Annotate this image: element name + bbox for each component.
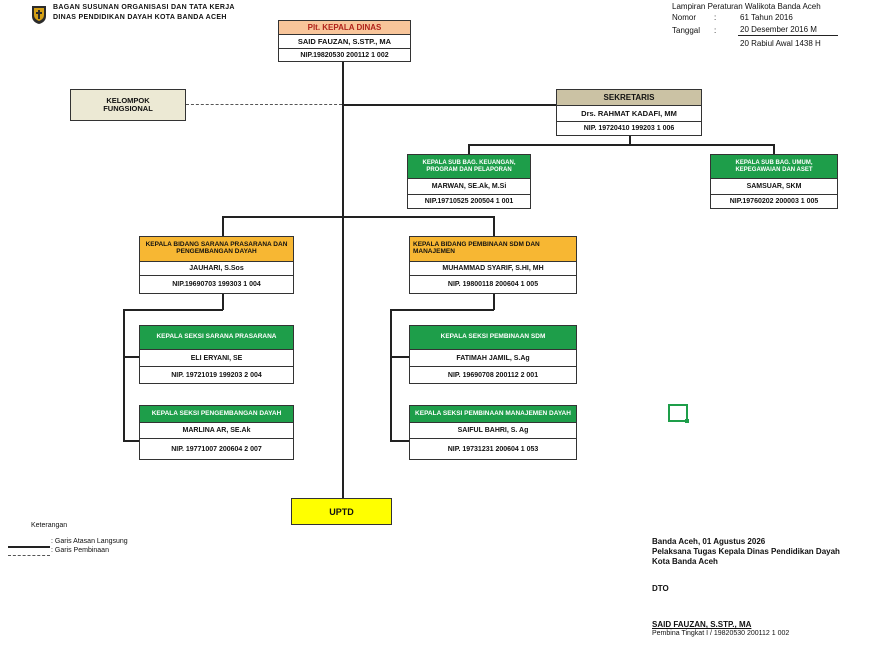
- subbag-umum-nip: NIP.19760202 200003 1 005: [729, 198, 819, 205]
- bidang-horizontal-line: [222, 216, 494, 218]
- subbag-keuangan-title: KEPALA SUB BAG. KEUANGAN, PROGRAM DAN PE…: [422, 160, 516, 173]
- sekretaris-name: Drs. RAHMAT KADAFI, MM: [557, 106, 701, 122]
- subbag-keuangan-drop: [468, 144, 470, 154]
- seksi-sarana-nip: NIP. 19721019 199203 2 004: [171, 371, 262, 379]
- fungsional-title: KELOMPOK FUNGSIONAL: [103, 96, 153, 113]
- legend-title: Keterangan: [31, 522, 68, 529]
- kepala-name: SAID FAUZAN, S.STP., MA: [279, 35, 410, 49]
- seksi-pengembangan-title: KEPALA SEKSI PENGEMBANGAN DAYAH: [151, 409, 282, 417]
- bidang-sarana-box: KEPALA BIDANG SARANA PRASARANA DAN PENGE…: [139, 236, 294, 294]
- seksi-sarana-title: KEPALA SEKSI SARANA PRASARANA: [156, 333, 277, 341]
- right-seksi-vertical: [390, 309, 392, 441]
- subbag-keuangan-nip: NIP.19710525 200504 1 001: [424, 198, 514, 205]
- sekretaris-nip: NIP. 19720410 199203 1 006: [583, 125, 675, 132]
- bidang-sarana-drop: [222, 216, 224, 236]
- seksi-manajemen-name: SAIFUL BAHRI, S. Ag: [410, 423, 576, 439]
- sekretaris-title: SEKRETARIS: [557, 90, 701, 106]
- main-vertical-line: [342, 62, 344, 498]
- header-title-line2: DINAS PENDIDIKAN DAYAH KOTA BANDA ACEH: [53, 14, 227, 21]
- subbag-umum-title: KEPALA SUB BAG. UMUM, KEPEGAWAIAN DAN AS…: [735, 160, 813, 173]
- right-seksi-stem: [493, 294, 495, 310]
- signature-rank: Pembina Tingkat I / 19820530 200112 1 00…: [652, 630, 790, 637]
- tanggal-value: 20 Desember 2016 M: [740, 25, 817, 34]
- legend-dashed-line: [8, 555, 50, 556]
- sekretaris-horizontal-line: [342, 104, 556, 106]
- tanggal-label: Tanggal: [672, 26, 701, 35]
- legend-solid-label: : Garis Atasan Langsung: [51, 538, 128, 545]
- seksi-sarana-name: ELI ERYANI, SE: [140, 350, 293, 367]
- legend-solid-line: [8, 546, 50, 548]
- subbag-keuangan-name: MARWAN, SE.Ak, M.Si: [408, 179, 530, 195]
- seksi-sdm-name: FATIMAH JAMIL, S.Ag: [410, 350, 576, 367]
- left-seksi-vertical: [123, 309, 125, 441]
- seksi-pengembangan-nip: NIP. 19771007 200604 2 007: [171, 445, 262, 453]
- banda-aceh-crest-icon: [31, 5, 47, 25]
- seksi-manajemen-nip: NIP. 19731231 200604 1 053: [447, 445, 539, 453]
- subbag-horizontal-line: [468, 144, 774, 146]
- signature-name: SAID FAUZAN, S.STP., MA: [652, 620, 752, 629]
- subbag-keuangan-box: KEPALA SUB BAG. KEUANGAN, PROGRAM DAN PE…: [407, 154, 531, 209]
- right-seksi2-branch: [390, 440, 409, 442]
- subbag-umum-drop: [773, 144, 775, 154]
- tanggal-underline: [738, 35, 838, 36]
- bidang-sdm-nip: NIP. 19800118 200604 1 005: [447, 281, 539, 288]
- nomor-sep: :: [714, 13, 717, 22]
- signature-role-line2: Kota Banda Aceh: [652, 557, 718, 566]
- left-seksi-stem: [222, 294, 224, 310]
- legend-dashed-label: : Garis Pembinaan: [51, 547, 109, 554]
- bidang-sdm-title: KEPALA BIDANG PEMBINAAN SDM DAN MANAJEME…: [413, 241, 540, 255]
- seksi-manajemen-title: KEPALA SEKSI PEMBINAAN MANAJEMEN DAYAH: [415, 409, 571, 417]
- sekretaris-box: SEKRETARIS Drs. RAHMAT KADAFI, MM NIP. 1…: [556, 89, 702, 136]
- left-seksi-top-line: [123, 309, 223, 311]
- seksi-sdm-box: KEPALA SEKSI PEMBINAAN SDM FATIMAH JAMIL…: [409, 325, 577, 384]
- seksi-sarana-box: KEPALA SEKSI SARANA PRASARANA ELI ERYANI…: [139, 325, 294, 384]
- seksi-manajemen-box: KEPALA SEKSI PEMBINAAN MANAJEMEN DAYAH S…: [409, 405, 577, 460]
- selection-marker[interactable]: [668, 404, 689, 423]
- seksi-sdm-title: KEPALA SEKSI PEMBINAAN SDM: [440, 333, 546, 341]
- signature-place-date: Banda Aceh, 01 Agustus 2026: [652, 537, 766, 546]
- tanggal-sep: :: [714, 26, 717, 35]
- bidang-sdm-name: MUHAMMAD SYARIF, S.HI, MH: [410, 262, 576, 276]
- nomor-label: Nomor: [672, 13, 697, 22]
- nomor-value: 61 Tahun 2016: [740, 13, 793, 22]
- kelompok-fungsional-box: KELOMPOK FUNGSIONAL: [70, 89, 186, 121]
- kepala-title: Plt. KEPALA DINAS: [279, 21, 410, 35]
- kepala-dinas-box: Plt. KEPALA DINAS SAID FAUZAN, S.STP., M…: [278, 20, 411, 62]
- sekretaris-drop-line: [629, 136, 631, 144]
- left-seksi1-branch: [123, 356, 139, 358]
- bidang-sarana-title: KEPALA BIDANG SARANA PRASARANA DAN PENGE…: [145, 241, 288, 255]
- fungsional-dashed-line: [186, 104, 342, 105]
- seksi-pengembangan-name: MARLINA AR, SE.Ak: [140, 423, 293, 439]
- left-seksi2-branch: [123, 440, 139, 442]
- bidang-sdm-drop: [493, 216, 495, 236]
- seksi-sdm-nip: NIP. 19690708 200112 2 001: [447, 371, 539, 379]
- header-title-line1: BAGAN SUSUNAN ORGANISASI DAN TATA KERJA: [53, 4, 235, 11]
- attachment-line1: Lampiran Peraturan Walikota Banda Aceh: [672, 2, 821, 11]
- bidang-sdm-box: KEPALA BIDANG PEMBINAAN SDM DAN MANAJEME…: [409, 236, 577, 294]
- bidang-sarana-nip: NIP.19690703 199303 1 004: [172, 281, 261, 288]
- uptd-title: UPTD: [329, 506, 354, 517]
- kepala-nip: NIP.19820530 200112 1 002: [300, 51, 389, 59]
- signature-dto: DTO: [652, 584, 669, 593]
- subbag-umum-name: SAMSUAR, SKM: [711, 179, 837, 195]
- signature-role-line1: Pelaksana Tugas Kepala Dinas Pendidikan …: [652, 547, 840, 556]
- bidang-sarana-name: JAUHARI, S.Sos: [140, 262, 293, 276]
- seksi-pengembangan-box: KEPALA SEKSI PENGEMBANGAN DAYAH MARLINA …: [139, 405, 294, 460]
- right-seksi1-branch: [390, 356, 409, 358]
- uptd-box: UPTD: [291, 498, 392, 525]
- subbag-umum-box: KEPALA SUB BAG. UMUM, KEPEGAWAIAN DAN AS…: [710, 154, 838, 209]
- hijri-date: 20 Rabiul Awal 1438 H: [740, 39, 821, 48]
- right-seksi-top-line: [390, 309, 494, 311]
